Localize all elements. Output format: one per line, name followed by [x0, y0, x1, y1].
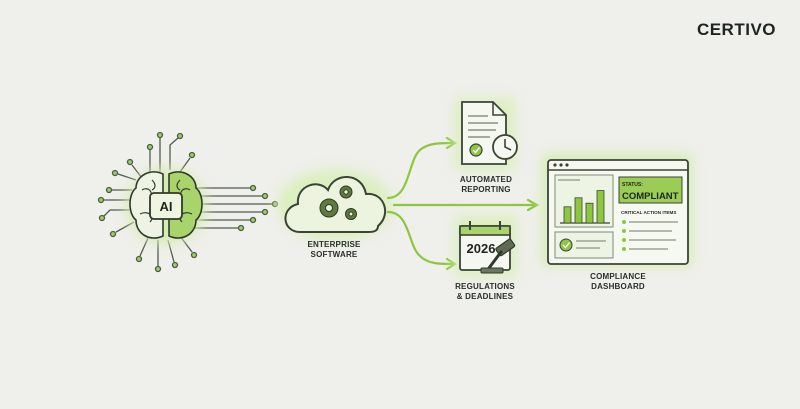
cloud-label: ENTERPRISE SOFTWARE — [307, 240, 361, 259]
report-document-icon — [455, 98, 515, 170]
flow-arrows — [386, 136, 540, 271]
calendar-year: 2026 — [467, 241, 496, 256]
dashboard-bar — [596, 190, 605, 224]
bar-chart-panel — [554, 174, 614, 228]
gavel-icon — [480, 238, 516, 274]
status-label: STATUS: — [622, 182, 643, 188]
brand-logo: CERTIVO — [696, 20, 776, 39]
circuit-traces — [97, 131, 279, 273]
regulations-label: REGULATIONS & DEADLINES — [455, 282, 515, 301]
dashboard-bar — [585, 202, 594, 224]
clock-icon — [492, 134, 518, 160]
status-value: COMPLIANT — [622, 191, 679, 202]
status-panel: STATUS: COMPLIANT — [618, 176, 683, 204]
dashboard-bar — [563, 206, 572, 224]
reporting-label: AUTOMATED REPORTING — [459, 175, 513, 194]
ai-chip-label: AI — [160, 199, 173, 214]
summary-panel — [554, 231, 614, 259]
dashboard-bar — [574, 197, 583, 224]
ai-chip: AI — [149, 192, 183, 220]
brain-icon — [126, 168, 206, 244]
gears-icon — [319, 185, 357, 220]
dashboard-label: COMPLIANCE DASHBOARD — [590, 272, 646, 291]
action-items-panel: CRITICAL ACTION ITEMS — [621, 210, 678, 251]
action-items-label: CRITICAL ACTION ITEMS — [621, 210, 676, 215]
